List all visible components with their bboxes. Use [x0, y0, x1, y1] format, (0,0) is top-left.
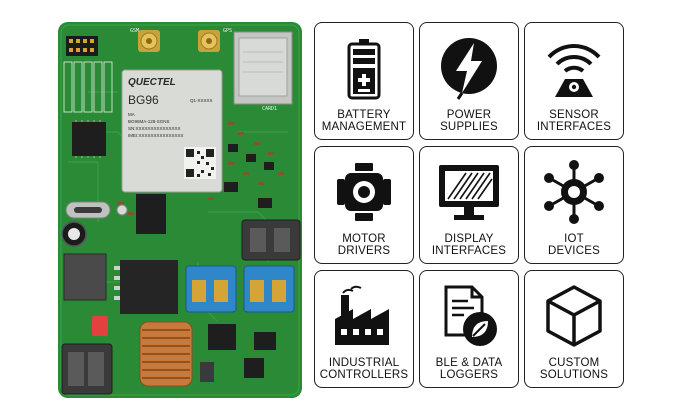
module-line3: SN:XXXXXXXXXXXXXXX [128, 126, 181, 131]
tile-label: INDUSTRIAL CONTROLLERS [319, 357, 409, 381]
tile-label: SENSOR INTERFACES [536, 109, 612, 133]
tile-label: IOT DEVICES [548, 233, 600, 257]
blue-terminal-right [243, 265, 295, 313]
wireless-sensor-icon [547, 44, 601, 97]
tile-custom-solutions: CUSTOM SOLUTIONS [524, 270, 624, 388]
usb-c-port [65, 201, 111, 219]
sim-card-holder: CARD1 [233, 31, 293, 112]
capabilities-grid: BATTERY MANAGEMENT POWER SUPPLIES SENSOR… [314, 22, 624, 388]
pcb-board-svg: GSM GPS CARD1 QUECTEL BG96 Q1-XXXXX MA B… [58, 22, 302, 398]
monitor-icon [439, 165, 499, 220]
battery-icon [347, 39, 381, 100]
factory-icon [335, 285, 389, 345]
tile-label: BATTERY MANAGEMENT [321, 109, 407, 133]
antenna-right-label: GPS [223, 28, 232, 34]
tile-motor-drivers: MOTOR DRIVERS [314, 146, 414, 264]
black-terminal-top [241, 219, 301, 261]
module-line2: BG96MA-128-SGNS [128, 119, 170, 124]
tile-iot-devices: IOT DEVICES [524, 146, 624, 264]
tile-label: CUSTOM SOLUTIONS [539, 357, 609, 381]
network-hub-icon [544, 160, 604, 224]
tile-ble-data-loggers: BLE & DATA LOGGERS [419, 270, 519, 388]
tile-power-supplies: POWER SUPPLIES [419, 22, 519, 140]
antenna-left-label: GSM [130, 28, 139, 34]
tile-industrial-controllers: INDUSTRIAL CONTROLLERS [314, 270, 414, 388]
tile-label: BLE & DATA LOGGERS [435, 357, 503, 381]
pcb-board-image: GSM GPS CARD1 QUECTEL BG96 Q1-XXXXX MA B… [58, 22, 302, 398]
antenna-gsm-connector [138, 30, 160, 52]
lightning-bolt-icon [441, 38, 497, 100]
module-model: BG96 [128, 93, 159, 107]
black-terminal-bottom [61, 343, 113, 395]
tile-sensor-interfaces: SENSOR INTERFACES [524, 22, 624, 140]
tile-label: MOTOR DRIVERS [337, 233, 391, 257]
cellular-module: QUECTEL BG96 Q1-XXXXX MA BG96MA-128-SGNS… [121, 69, 223, 193]
blue-terminal-left [185, 265, 237, 313]
antenna-gps-connector [198, 30, 220, 52]
module-line4: IMEI:XXXXXXXXXXXXXXX [128, 133, 184, 138]
sim-label: CARD1 [262, 106, 277, 112]
tile-battery-management: BATTERY MANAGEMENT [314, 22, 414, 140]
toroid-inductor [139, 321, 193, 387]
cube-icon [546, 285, 602, 347]
module-line1: MA [128, 112, 135, 117]
document-leaf-icon [444, 285, 497, 346]
module-brand: QUECTEL [128, 77, 176, 88]
qr-code [184, 147, 216, 179]
tile-display-interfaces: DISPLAY INTERFACES [419, 146, 519, 264]
mcu-chip [72, 120, 106, 158]
tile-label: DISPLAY INTERFACES [431, 233, 507, 257]
module-code: Q1-XXXXX [190, 98, 213, 103]
motor-icon [337, 163, 391, 221]
tile-label: POWER SUPPLIES [440, 109, 498, 133]
